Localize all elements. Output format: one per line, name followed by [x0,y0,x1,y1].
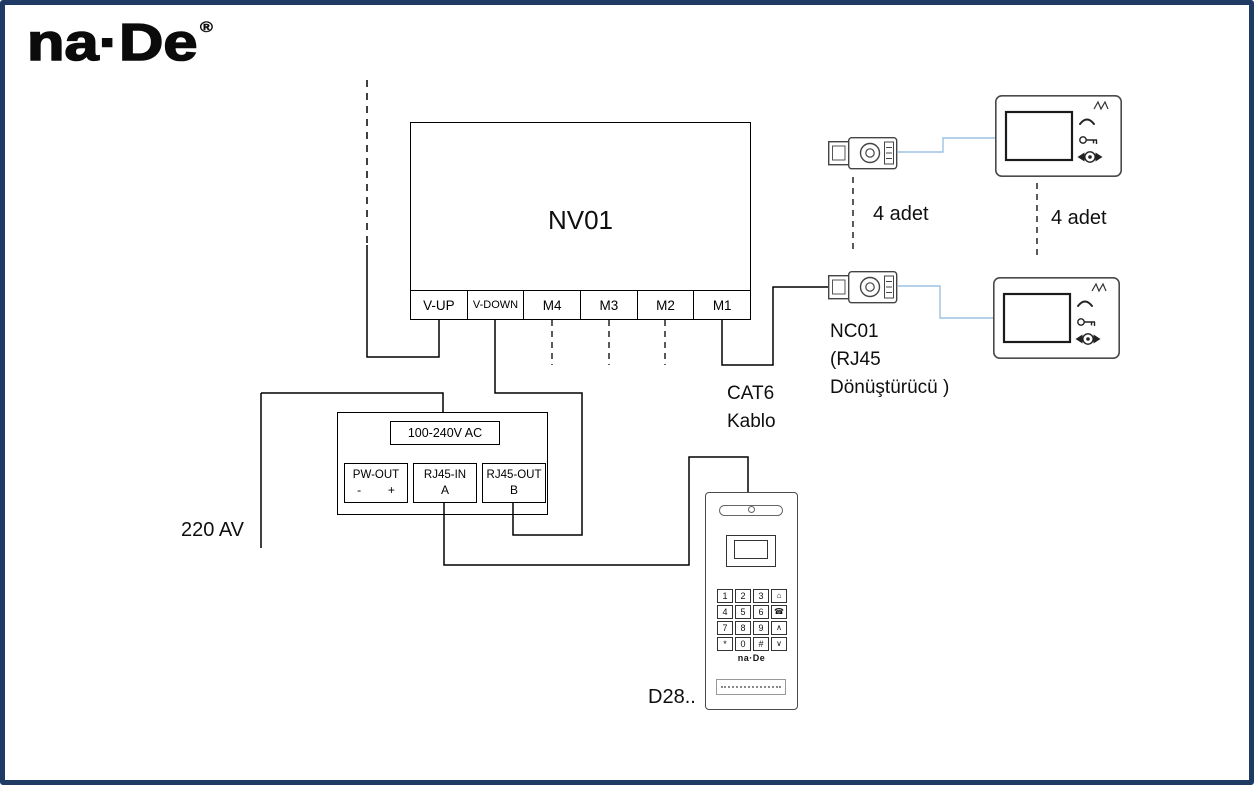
indoor-monitor-bottom [992,276,1121,360]
psu-terminal-pw-out: PW-OUT - + [344,463,408,503]
converter-label: NC01 (RJ45 Dönüştürücü ) [830,318,949,402]
keypad-key: 6 [753,605,769,619]
keypad-key: 8 [735,621,751,635]
door-speaker-grille [716,679,786,695]
nv01-label: NV01 [547,205,614,235]
terminal-m2: M2 [636,290,695,320]
keypad-key: 2 [735,589,751,603]
terminal-m4: M4 [523,290,582,320]
keypad-door-icon: ⌂ [771,589,787,603]
nv01-terminal-row: V-UP V-DOWN M4 M3 M2 M1 [410,290,752,320]
brand-logo-text: na·De [26,13,198,73]
psu-terminal-rj45-in: RJ45-IN A [413,463,477,503]
psu-terminal-rj45-out: RJ45-OUT B [482,463,546,503]
keypad-down-icon: ∨ [771,637,787,651]
door-station-model-label: D28.. [648,686,696,708]
psu-terminal-name: PW-OUT [352,469,400,481]
door-keypad: 1 2 3 ⌂ 4 5 6 ☎ 7 8 9 ∧ * 0 # ∨ [717,589,787,651]
converter-label-line1: NC01 [830,321,879,342]
wiring-layer [260,80,1123,566]
psu-terminal-polarity: - + [357,483,395,497]
brand-logo: na·De® [26,13,214,73]
keypad-key: 1 [717,589,733,603]
registered-mark: ® [199,19,214,36]
keypad-key: # [753,637,769,651]
qty-monitors-label: 4 adet [1051,207,1107,229]
psu-terminal-port: B [509,483,518,497]
keypad-key: 3 [753,589,769,603]
wire-m1-to-converter [721,286,828,366]
wire-psu-to-door-station [443,456,749,566]
psu-terminal-port: A [440,483,449,497]
terminal-v-down: V-DOWN [466,290,525,320]
keypad-key: 7 [717,621,733,635]
wire-vdown-to-psu [494,320,583,536]
keypad-key: 0 [735,637,751,651]
indoor-monitor-top [994,94,1123,178]
keypad-key: 9 [753,621,769,635]
converter-label-line2: (RJ45 [830,349,881,370]
qty-converters-label: 4 adet [873,203,929,225]
keypad-up-icon: ∧ [771,621,787,635]
nc01-converter-top [828,136,898,170]
nc01-converter-bottom [828,271,898,304]
door-speaker-lens [747,506,755,513]
psu-terminal-name: RJ45-OUT [486,469,542,481]
keypad-key: 5 [735,605,751,619]
door-camera-window [726,535,776,567]
terminal-m1: M1 [693,290,752,320]
converter-label-line3: Dönüştürücü ) [830,377,950,398]
power-supply-unit: 100-240V AC PW-OUT - + RJ45-IN A RJ45-OU… [337,412,548,515]
grille-dots [721,686,781,688]
cat6-cable-label: CAT6 Kablo [727,380,776,436]
keypad-bell-icon: ☎ [771,605,787,619]
cat6-label-line2: Kablo [727,411,776,432]
cat-cable-top [898,137,995,153]
terminal-v-up: V-UP [410,290,468,320]
terminal-m3: M3 [580,290,638,320]
keypad-key: * [717,637,733,651]
door-station: 1 2 3 ⌂ 4 5 6 ☎ 7 8 9 ∧ * 0 # ∨ na·De [705,492,798,710]
door-brand-label: na·De [737,653,766,663]
door-speaker-slot [719,505,783,516]
power-input-label: 220 AV [181,519,245,541]
door-camera-inner [734,540,768,559]
cat6-label-line1: CAT6 [727,383,775,404]
keypad-key: 4 [717,605,733,619]
psu-terminal-name: RJ45-IN [423,469,467,481]
wire-mains-horizontal [261,392,444,412]
psu-voltage-label: 100-240V AC [390,421,500,445]
wire-vup [366,245,440,358]
cat-cable-bottom [898,285,993,319]
